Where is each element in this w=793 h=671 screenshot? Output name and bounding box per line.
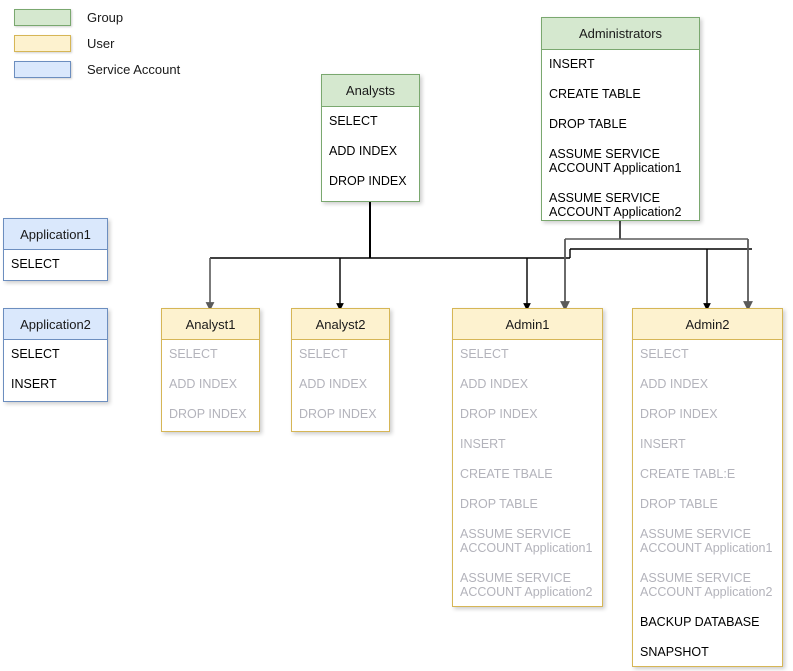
node-application2-title: Application2 (4, 309, 107, 340)
permission-item: ASSUME SERVICE ACCOUNT Application1 (549, 147, 682, 175)
permission-item: SELECT (11, 347, 60, 361)
permission-item: ADD INDEX (460, 377, 529, 391)
node-application2-permissions: SELECT INSERT (4, 340, 107, 401)
permission-item: INSERT (460, 437, 506, 451)
legend-item-service-account: Service Account (14, 58, 194, 80)
node-analyst2-permissions: SELECT ADD INDEX DROP INDEX (292, 340, 389, 431)
node-analyst1-title: Analyst1 (162, 309, 259, 340)
permission-item: SELECT (169, 347, 218, 361)
permission-item: INSERT (640, 437, 686, 451)
node-analysts-title: Analysts (322, 75, 419, 107)
legend-item-user: User (14, 32, 194, 54)
permission-item: ASSUME SERVICE ACCOUNT Application2 (640, 571, 773, 599)
node-administrators-title: Administrators (542, 18, 699, 50)
legend-label-group: Group (87, 9, 124, 25)
permission-item: SELECT (460, 347, 509, 361)
legend-item-group: Group (14, 6, 194, 28)
permission-item: SELECT (11, 257, 60, 271)
node-admin1-permissions: SELECT ADD INDEX DROP INDEX INSERT CREATE TB… (453, 340, 602, 606)
permission-item: BACKUP DATABASE (640, 615, 760, 629)
node-application1[interactable]: Application1 SELECT (3, 218, 108, 281)
node-admin2[interactable]: Admin2 SELECT ADD INDEX DROP INDEX INSERT CR… (632, 308, 783, 667)
permission-item: DROP INDEX (460, 407, 538, 421)
legend-label-user: User (87, 35, 115, 51)
node-analyst1[interactable]: Analyst1 SELECT ADD INDEX DROP INDEX (161, 308, 260, 432)
legend-label-service-account: Service Account (87, 61, 181, 77)
permission-item: CREATE TABLE (549, 87, 641, 101)
permission-item: DROP INDEX (169, 407, 247, 421)
permission-item: DROP TABLE (640, 497, 718, 511)
permission-item: ADD INDEX (329, 144, 398, 158)
permission-item: ASSUME SERVICE ACCOUNT Application1 (460, 527, 593, 555)
permission-item: DROP INDEX (640, 407, 718, 421)
permission-item: SNAPSHOT (640, 645, 709, 659)
permission-item: CREATE TBALE (460, 467, 553, 481)
node-admin2-permissions: SELECT ADD INDEX DROP INDEX INSERT CREATE TA… (633, 340, 782, 666)
permission-item: DROP TABLE (549, 117, 627, 131)
node-analyst1-permissions: SELECT ADD INDEX DROP INDEX (162, 340, 259, 431)
permission-item: DROP TABLE (460, 497, 538, 511)
permission-item: SELECT (299, 347, 348, 361)
node-application2[interactable]: Application2 SELECT INSERT (3, 308, 108, 402)
permission-item: DROP INDEX (329, 174, 407, 188)
node-application1-permissions: SELECT (4, 250, 107, 280)
node-analyst2-title: Analyst2 (292, 309, 389, 340)
permission-item: ASSUME SERVICE ACCOUNT Application2 (460, 571, 593, 599)
legend: Group User Service Account (14, 6, 194, 84)
node-administrators-permissions: INSERT CREATE TABLE DROP TABLE ASSUME SERVI… (542, 50, 699, 220)
permission-item: CREATE TABL:E (640, 467, 736, 481)
node-analyst2[interactable]: Analyst2 SELECT ADD INDEX DROP INDEX (291, 308, 390, 432)
node-administrators[interactable]: Administrators INSERT CREATE TABLE DROP TA… (541, 17, 700, 221)
legend-swatch-user (14, 34, 71, 52)
permission-item: ADD INDEX (299, 377, 368, 391)
permission-item: ADD INDEX (169, 377, 238, 391)
permission-item: ADD INDEX (640, 377, 709, 391)
node-admin1-title: Admin1 (453, 309, 602, 340)
permission-item: DROP INDEX (299, 407, 377, 421)
node-analysts-permissions: SELECT ADD INDEX DROP INDEX (322, 107, 419, 201)
node-admin1[interactable]: Admin1 SELECT ADD INDEX DROP INDEX INSERT CR… (452, 308, 603, 607)
node-application1-title: Application1 (4, 219, 107, 250)
permission-item: ASSUME SERVICE ACCOUNT Application1 (640, 527, 773, 555)
node-admin2-title: Admin2 (633, 309, 782, 340)
permission-item: INSERT (11, 377, 57, 391)
legend-swatch-service-account (14, 60, 71, 78)
permission-item: INSERT (549, 57, 595, 71)
permission-item: SELECT (329, 114, 378, 128)
permission-item: SELECT (640, 347, 689, 361)
node-analysts[interactable]: Analysts SELECT ADD INDEX DROP INDEX (321, 74, 420, 202)
legend-swatch-group (14, 8, 71, 26)
permission-item: ASSUME SERVICE ACCOUNT Application2 (549, 191, 682, 219)
